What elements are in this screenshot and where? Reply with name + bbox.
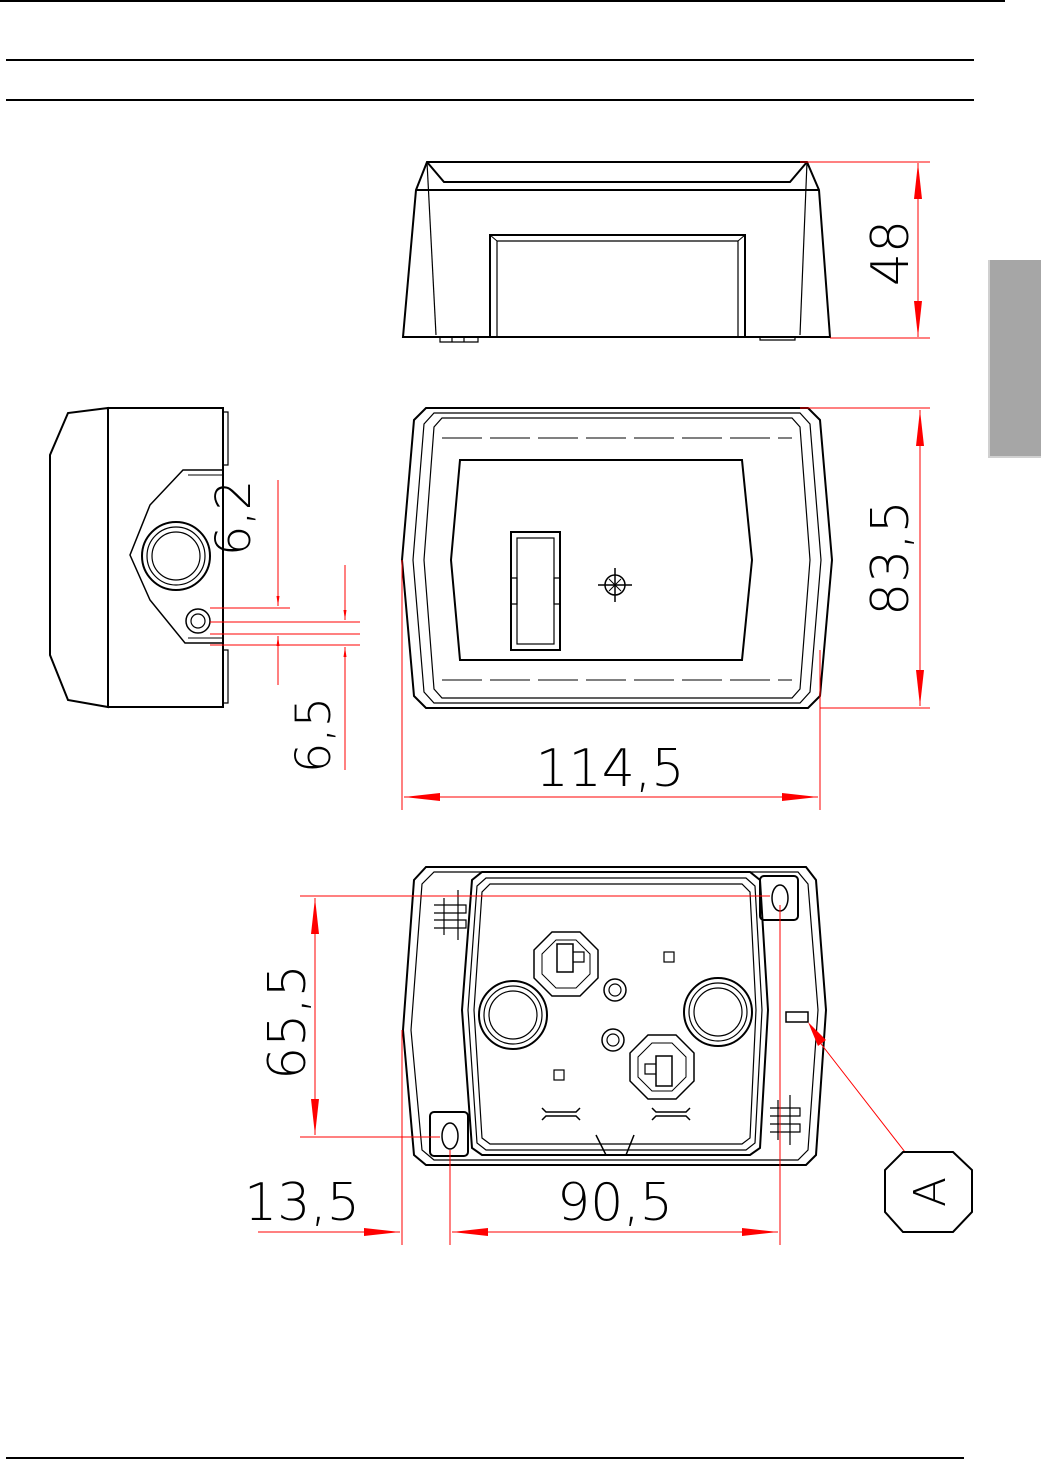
hole-offset-dimension-label: 6,2	[206, 480, 262, 556]
mount-vertical-dimension-label: 65,5	[258, 964, 318, 1080]
top-plan-view	[402, 408, 832, 708]
height-dimension-label: 48	[861, 220, 921, 286]
front-elevation-view	[403, 162, 830, 342]
bottom-view	[403, 867, 826, 1165]
mount-horizontal-dimension-label: 90,5	[557, 1173, 673, 1233]
mount-vertical-dimension	[300, 896, 770, 1137]
depth-dimension-label: 83,5	[861, 500, 921, 616]
mount-left-dimension-label: 13,5	[244, 1173, 360, 1233]
detail-callout-label: A	[905, 1177, 956, 1207]
hole-gap-dimension-label: 6,5	[286, 697, 342, 773]
width-dimension-label: 114,5	[536, 739, 685, 799]
side-elevation-view	[50, 408, 228, 707]
